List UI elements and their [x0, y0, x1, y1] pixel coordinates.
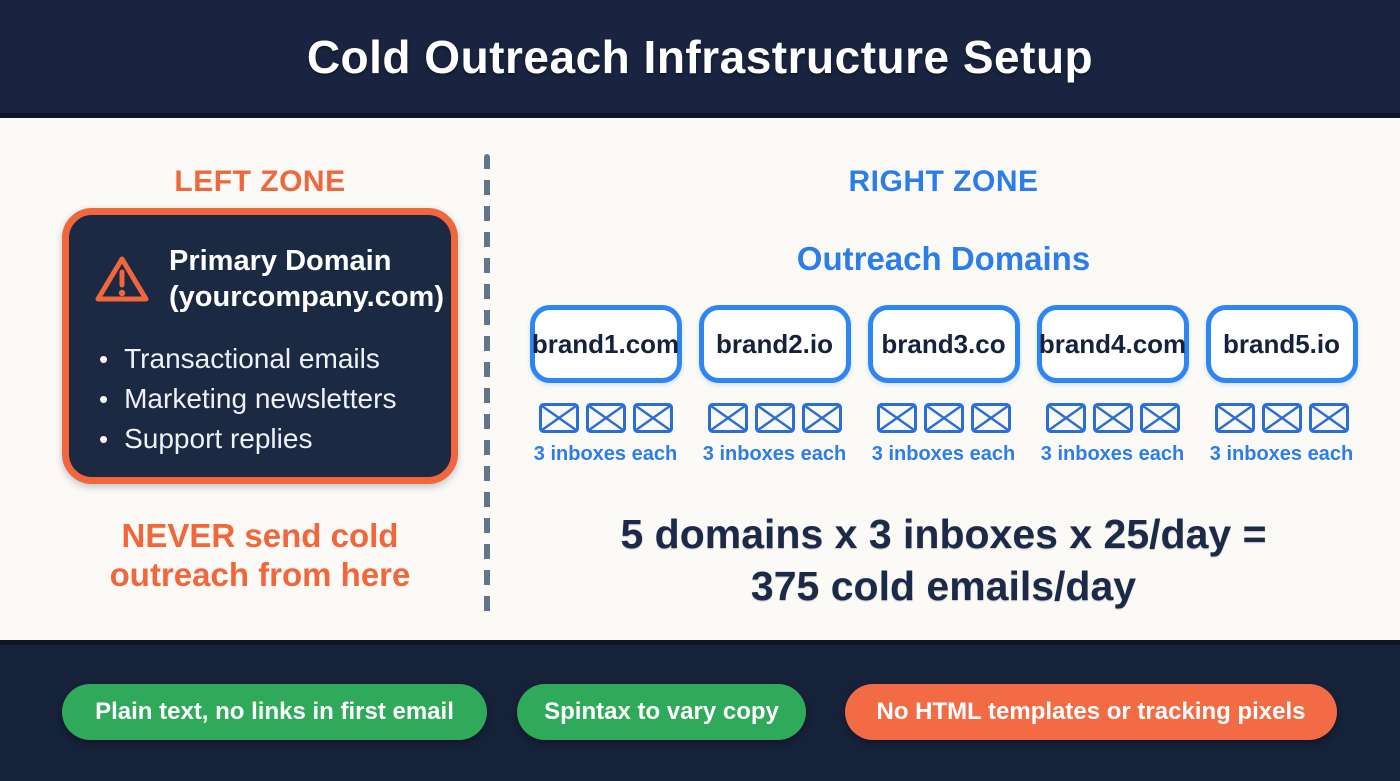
inbox-count-label: 3 inboxes each	[871, 443, 1016, 465]
envelope-icon	[970, 403, 1011, 433]
domain-column: brand2.io 3 inboxes each	[698, 305, 851, 466]
inbox-count-label: 3 inboxes each	[702, 443, 847, 465]
primary-domain-card-header: Primary Domain (yourcompany.com)	[69, 215, 451, 315]
envelope-icon	[876, 403, 917, 433]
capacity-formula: 5 domains x 3 inboxes x 25/day = 375 col…	[487, 508, 1400, 612]
domain-column: brand4.com 3 inboxes each	[1036, 305, 1189, 466]
domain-column: brand5.io 3 inboxes each	[1205, 305, 1358, 466]
domain-column: brand3.co 3 inboxes each	[867, 305, 1020, 466]
outreach-domains-heading: Outreach Domains	[796, 240, 1091, 277]
domain-box: brand3.co	[867, 305, 1020, 383]
domains-row: brand1.com 3 inboxes each brand2.io	[487, 305, 1400, 466]
domain-column: brand1.com 3 inboxes each	[529, 305, 682, 466]
zone-divider	[484, 154, 490, 616]
inbox-count-label: 3 inboxes each	[533, 443, 678, 465]
inbox-icons	[538, 403, 673, 433]
envelope-icon	[1092, 403, 1133, 433]
envelope-icon	[1214, 403, 1255, 433]
envelope-icon	[632, 403, 673, 433]
inbox-count-label: 3 inboxes each	[1040, 443, 1185, 465]
capacity-formula-line1: 5 domains x 3 inboxes x 25/day =	[620, 511, 1267, 557]
inbox-icons	[876, 403, 1011, 433]
envelope-icon	[585, 403, 626, 433]
capacity-formula-line2: 375 cold emails/day	[750, 563, 1137, 609]
warning-icon	[93, 253, 151, 305]
bullet-text: Marketing newsletters	[124, 383, 397, 414]
primary-domain-card: Primary Domain (yourcompany.com) • Trans…	[62, 208, 458, 484]
bullet-dot: •	[99, 424, 109, 454]
left-zone-heading: LEFT ZONE	[174, 165, 346, 198]
inbox-count-label: 3 inboxes each	[1209, 443, 1354, 465]
footer: Plain text, no links in first email Spin…	[0, 640, 1400, 781]
envelope-icon	[1308, 403, 1349, 433]
warning-note: NEVER send cold outreach from here	[42, 516, 478, 594]
primary-domain-title: Primary Domain (yourcompany.com)	[169, 243, 444, 315]
right-zone-heading: RIGHT ZONE	[848, 165, 1039, 198]
right-zone: RIGHT ZONE Outreach Domains brand1.com 3…	[487, 118, 1400, 640]
tip-pill-plain-text: Plain text, no links in first email	[62, 684, 487, 740]
warning-note-line1: NEVER send cold	[121, 517, 399, 554]
bullet-text: Transactional emails	[124, 343, 380, 374]
inbox-icons	[1045, 403, 1180, 433]
left-zone: LEFT ZONE Primary Domain (yourcompany.co…	[0, 118, 487, 640]
envelope-icon	[754, 403, 795, 433]
bullet-item: • Marketing newsletters	[99, 379, 451, 419]
header: Cold Outreach Infrastructure Setup	[0, 0, 1400, 118]
bullet-item: • Transactional emails	[99, 339, 451, 379]
content-area: LEFT ZONE Primary Domain (yourcompany.co…	[0, 118, 1400, 640]
tip-pill-spintax: Spintax to vary copy	[517, 684, 806, 740]
domain-box: brand1.com	[529, 305, 682, 383]
envelope-icon	[923, 403, 964, 433]
inbox-icons	[1214, 403, 1349, 433]
bullet-dot: •	[99, 344, 109, 374]
bullet-dot: •	[99, 384, 109, 414]
warning-note-line2: outreach from here	[109, 556, 411, 593]
primary-domain-title-line1: Primary Domain	[169, 245, 392, 277]
domain-box: brand5.io	[1205, 305, 1358, 383]
envelope-icon	[1045, 403, 1086, 433]
primary-domain-title-line2: (yourcompany.com)	[169, 281, 445, 313]
envelope-icon	[1139, 403, 1180, 433]
bullet-text: Support replies	[124, 423, 313, 454]
envelope-icon	[801, 403, 842, 433]
page-title: Cold Outreach Infrastructure Setup	[306, 30, 1094, 83]
tip-pill-no-html: No HTML templates or tracking pixels	[845, 684, 1337, 740]
domain-box: brand4.com	[1036, 305, 1189, 383]
envelope-icon	[707, 403, 748, 433]
domain-box: brand2.io	[698, 305, 851, 383]
bullet-item: • Support replies	[99, 419, 451, 459]
envelope-icon	[538, 403, 579, 433]
inbox-icons	[707, 403, 842, 433]
primary-domain-bullet-list: • Transactional emails • Marketing newsl…	[69, 339, 451, 459]
envelope-icon	[1261, 403, 1302, 433]
